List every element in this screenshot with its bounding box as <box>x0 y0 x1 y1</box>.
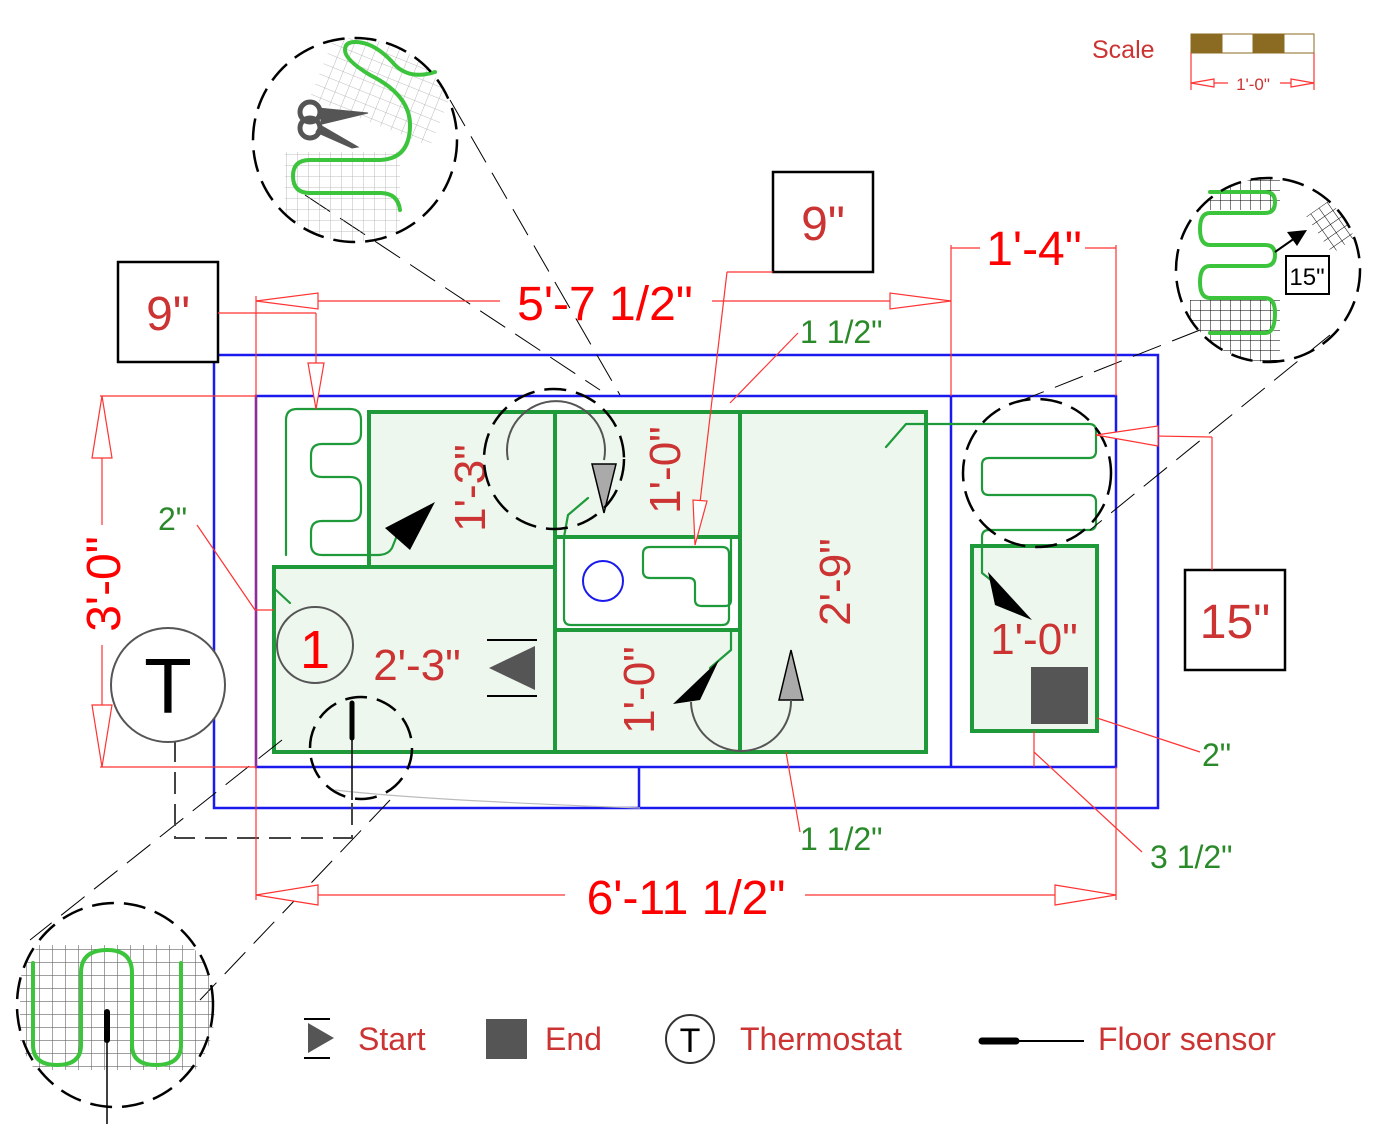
detail-circle <box>961 397 1113 549</box>
scale-segment <box>1283 33 1315 54</box>
detail-leader <box>449 99 621 396</box>
direction-arrow-icon <box>988 572 1032 620</box>
callout-center-value: 9" <box>801 198 845 251</box>
dim-overall-height: 3'-0" <box>78 536 131 632</box>
scale-bar: Scale 1'-0" <box>1092 33 1315 94</box>
scale-label: Scale <box>1092 36 1155 64</box>
offset-top-center: 1 1/2" <box>800 314 883 350</box>
legend-start-label: Start <box>358 1021 426 1057</box>
direction-arrow-icon <box>673 660 719 704</box>
cable-run <box>284 407 400 557</box>
thermostat-letter: T <box>144 642 192 730</box>
toilet-area <box>553 535 742 632</box>
scale-arrow <box>1290 78 1315 88</box>
offset-leader <box>1096 717 1201 753</box>
scale-segment <box>1221 33 1254 54</box>
cable-run <box>274 588 292 605</box>
turn-curve <box>690 699 793 752</box>
turn-curve <box>506 400 606 461</box>
offset-leader <box>785 751 801 833</box>
outer-wall <box>212 353 1160 810</box>
start-triangle-icon <box>489 646 535 690</box>
legend-thermostat: T Thermostat <box>665 1014 902 1064</box>
cable-run <box>562 496 590 539</box>
detail-right-value: 15" <box>1289 264 1324 291</box>
end-marker <box>1031 667 1088 724</box>
thermostat-wire <box>174 740 353 839</box>
dim-top-width: 5'-7 1/2" <box>517 278 693 331</box>
callout-right-value: 15" <box>1200 596 1270 649</box>
scale-arrow <box>1190 78 1215 88</box>
dim-right-width: 1'-4" <box>986 223 1082 276</box>
mat-tall-right <box>738 410 928 754</box>
mat-main-label: 2'-3" <box>373 641 461 690</box>
legend-floor-sensor-label: Floor sensor <box>1098 1021 1276 1057</box>
heating-cables <box>274 407 1098 670</box>
detail-circle <box>308 695 414 801</box>
start-icon <box>308 1023 334 1053</box>
scale-dimension: 1'-0" <box>1236 75 1270 94</box>
offset-right-lower: 2" <box>1202 737 1231 773</box>
direction-arrow-icon <box>591 463 617 514</box>
arrow-icon <box>1287 230 1307 246</box>
end-icon <box>486 1019 527 1059</box>
mat-upper-center-label: 1'-0" <box>641 426 690 514</box>
callout-left-value: 9" <box>146 288 190 341</box>
cable-run <box>884 422 1098 586</box>
thermostat-symbol <box>110 627 226 743</box>
toilet-drain-icon <box>582 560 624 602</box>
mat-lower-center-label: 1'-0" <box>615 646 664 734</box>
detail-leader <box>1089 334 1331 531</box>
scale-segment <box>1191 34 1222 53</box>
legend-end-label: End <box>545 1021 602 1057</box>
legend-floor-sensor: Floor sensor <box>978 1021 1276 1057</box>
detail-circle <box>482 387 626 531</box>
direction-arrow-icon <box>385 502 435 550</box>
cable-run <box>562 535 733 627</box>
detail-turn-mat: 15" <box>1174 176 1362 364</box>
mat-lower-center <box>553 628 742 754</box>
cable-detail <box>290 39 437 212</box>
offset-bottom-right: 3 1/2" <box>1150 839 1233 875</box>
detail-leader <box>1009 329 1201 406</box>
offset-bottom-center: 1 1/2" <box>800 821 883 857</box>
offset-leader <box>1033 751 1143 853</box>
cable-detail <box>1197 190 1278 335</box>
legend-start: Start <box>304 1018 426 1059</box>
legend-thermostat-label: Thermostat <box>740 1021 902 1057</box>
detail-leader <box>29 739 283 941</box>
dim-overall-width: 6'-11 1/2" <box>587 872 786 925</box>
start-marker <box>487 639 537 697</box>
callout-right: 15" <box>1095 425 1287 672</box>
detail-cut-mat <box>251 36 459 244</box>
mat-upper-left-label: 1'-3" <box>446 444 495 532</box>
zone-number: 1 <box>300 620 330 680</box>
scissors-icon <box>297 99 369 149</box>
scale-segment <box>1253 34 1284 53</box>
mat-tall-right-label: 2'-9" <box>811 538 860 626</box>
dimension-lines: 5'-7 1/2" 1'-4" 6'-11 1/2" 3'-0" <box>78 223 1117 925</box>
offset-leader <box>729 332 799 404</box>
offset-leader <box>196 524 256 611</box>
legend-end: End <box>486 1019 602 1059</box>
scale-outline <box>1190 33 1315 54</box>
callout-left: 9" <box>116 260 325 410</box>
offset-left: 2" <box>158 501 187 537</box>
zone-marker <box>276 606 354 684</box>
thermostat-icon-letter: T <box>680 1022 701 1060</box>
thermostat-icon <box>665 1014 715 1064</box>
detail-floor-sensor <box>15 901 215 1124</box>
mat-upper-left <box>367 410 557 569</box>
detail-leader <box>334 789 641 809</box>
legend: Start End T Thermostat Floor sensor <box>304 1014 1276 1064</box>
mat-small-right-label: 1'-0" <box>990 615 1078 664</box>
cable-detail <box>31 947 183 1068</box>
callout-center: 9" <box>692 170 875 546</box>
